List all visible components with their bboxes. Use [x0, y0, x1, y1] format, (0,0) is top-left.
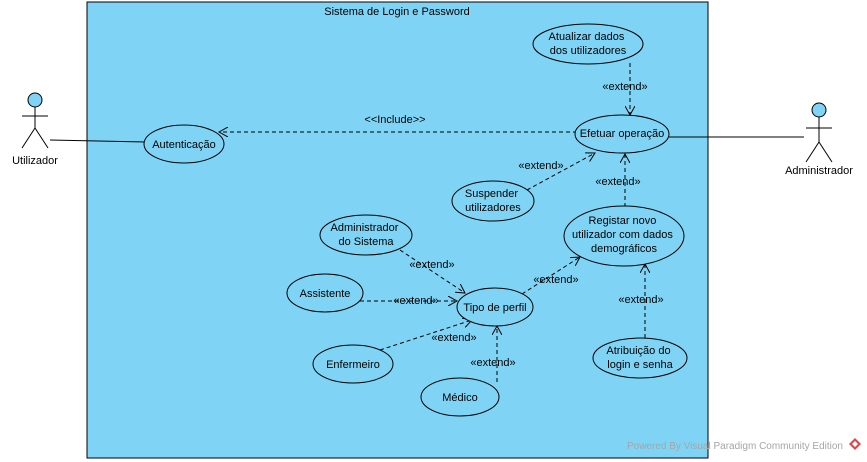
extend-label: «extend» — [618, 294, 663, 306]
actor-head-icon — [27, 92, 43, 108]
include-label: <<Include>> — [364, 114, 425, 126]
use-case-tipo-perfil[interactable]: Tipo de perfil — [456, 287, 534, 327]
extend-label: «extend» — [533, 274, 578, 286]
use-case-label: Atualizar dados dos utilizadores — [549, 31, 628, 57]
use-case-label: Enfermeiro — [326, 359, 380, 371]
use-case-assistente[interactable]: Assistente — [286, 273, 364, 313]
actor-utilizador[interactable]: Utilizador — [12, 92, 58, 167]
actor-head-icon — [811, 102, 827, 118]
visual-paradigm-logo-icon — [849, 438, 861, 450]
extend-label: «extend» — [602, 81, 647, 93]
system-title: Sistema de Login e Password — [324, 6, 470, 18]
use-case-label: Suspender utilizadores — [465, 188, 521, 214]
powered-by-watermark: Powered By Visual Paradigm Community Edi… — [627, 441, 843, 452]
extend-enfermeiro-tipo — [379, 320, 472, 351]
use-case-label: Tipo de perfil — [463, 302, 526, 314]
use-case-medico[interactable]: Médico — [420, 377, 500, 417]
use-case-enfermeiro[interactable]: Enfermeiro — [312, 344, 394, 384]
actor-utilizador-label: Utilizador — [12, 155, 58, 167]
actor-administrador-label: Administrador — [785, 165, 853, 177]
use-case-label: Efetuar operação — [580, 128, 664, 140]
use-case-atribuicao-login[interactable]: Atribuição do login e senha — [592, 337, 688, 379]
extend-admin-tipo — [399, 249, 465, 293]
extend-label: «extend» — [393, 295, 438, 307]
use-case-registar-utilizador[interactable]: Registar novo utilizador com dados demog… — [563, 205, 685, 267]
extend-label: «extend» — [409, 259, 454, 271]
extend-tipo-registar — [521, 257, 580, 295]
use-case-label: Autenticação — [152, 139, 216, 151]
use-case-administrador-sistema[interactable]: Administrador do Sistema — [319, 214, 413, 256]
extend-suspender-efetuar — [526, 153, 595, 191]
use-case-label: Médico — [442, 392, 477, 404]
extend-label: «extend» — [595, 176, 640, 188]
extend-label: «extend» — [431, 332, 476, 344]
use-case-suspender-utilizadores[interactable]: Suspender utilizadores — [451, 180, 535, 222]
extend-label: «extend» — [518, 160, 563, 172]
association-utilizador-autenticacao — [49, 139, 147, 143]
actor-administrador[interactable]: Administrador — [785, 102, 853, 177]
use-case-label: Registar novo utilizador com dados demog… — [572, 215, 676, 255]
use-case-efetuar-operacao[interactable]: Efetuar operação — [574, 114, 670, 154]
use-case-label: Administrador do Sistema — [331, 222, 402, 248]
use-case-label: Assistente — [300, 288, 351, 300]
use-case-atualizar-dados[interactable]: Atualizar dados dos utilizadores — [532, 23, 644, 65]
extend-label: «extend» — [470, 357, 515, 369]
use-case-autenticacao[interactable]: Autenticação — [143, 124, 225, 164]
use-case-label: Atribuição do login e senha — [606, 345, 673, 371]
